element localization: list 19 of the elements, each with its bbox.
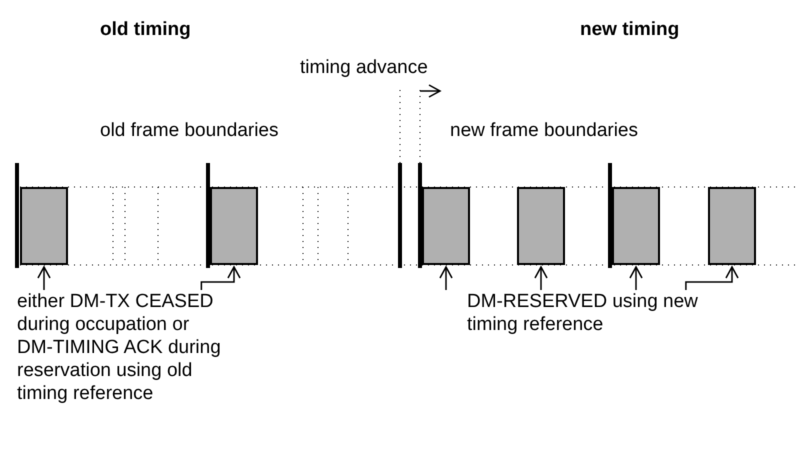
arrow [534,266,548,290]
timing-label: timing advance [300,56,428,79]
section-heading: old timing [100,18,191,41]
arrow [200,266,241,290]
time-slot-box [210,187,258,265]
time-slot-box [708,187,756,265]
time-slot-box [517,187,565,265]
arrow [439,266,453,290]
time-slot-box [20,187,68,265]
arrow [685,266,739,290]
time-slot-box [422,187,470,265]
arrow [629,266,643,290]
timing-label: new frame boundaries [450,119,638,142]
annotation-text: either DM-TX CEASED during occupation or DM-TIMING ACK during reservation using old timing reference [17,290,252,405]
section-heading: new timing [580,18,680,41]
time-slot-box [612,187,660,265]
arrow [37,266,51,290]
annotation-text: DM-RESERVED using new timing reference [430,290,740,336]
timing-label: old frame boundaries [100,119,278,142]
